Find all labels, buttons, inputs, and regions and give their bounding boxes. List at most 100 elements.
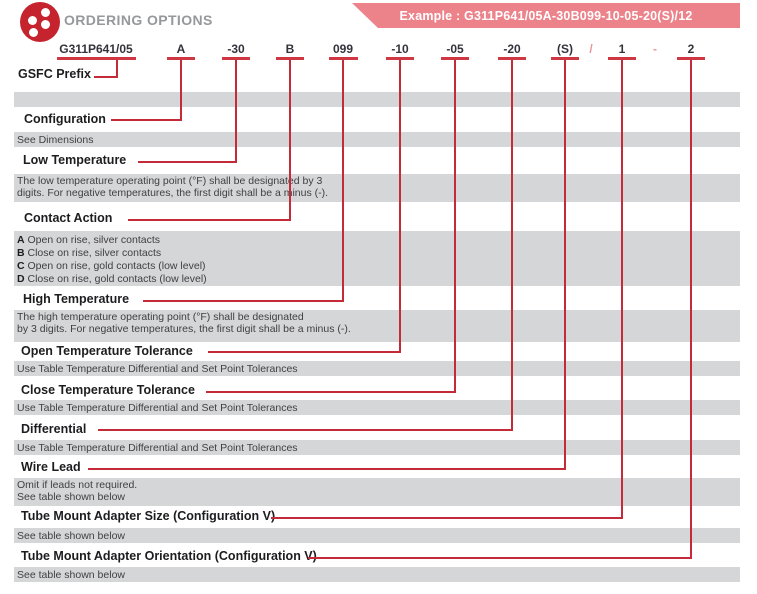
segment-underline: [498, 57, 526, 60]
option-key: A: [17, 234, 25, 246]
logo-dot: [28, 16, 37, 25]
connector-vertical-open-tol: [399, 60, 401, 353]
open-tol-note: Use Table Temperature Differential and S…: [17, 363, 298, 375]
spacer-band: [14, 92, 740, 107]
close-tol-note-band: Use Table Temperature Differential and S…: [14, 400, 740, 415]
contact-action-options-band: A Open on rise, silver contacts B Close …: [14, 231, 740, 286]
connector-close-tol: [206, 391, 456, 393]
example-banner: Example : G311P641/05A-30B099-10-05-20(S…: [352, 3, 740, 28]
high-temp-note-line2: by 3 digits. For negative temperatures, …: [17, 322, 351, 335]
contact-option-d: D Close on rise, gold contacts (low leve…: [17, 273, 740, 286]
label-differential: Differential: [21, 422, 87, 436]
segment-underline: [677, 57, 705, 60]
code-separator-dash: -: [653, 42, 657, 56]
connector-low-temp: [138, 161, 237, 163]
option-text: Close on rise, gold contacts (low level): [27, 273, 207, 285]
label-configuration: Configuration: [24, 112, 106, 126]
high-temp-note-line1: The high temperature operating point (°F…: [17, 311, 304, 323]
code-segment-contact-action: B: [285, 42, 295, 56]
connector-adapter-orientation: [308, 557, 692, 559]
code-segment-adapter-orientation: 2: [687, 42, 695, 56]
option-key: B: [17, 247, 25, 259]
connector-vertical-differential: [511, 60, 513, 431]
label-gsfc-prefix: GSFC Prefix: [18, 67, 91, 81]
connector-differential: [98, 429, 513, 431]
label-high-temperature: High Temperature: [23, 292, 130, 306]
segment-underline: [551, 57, 579, 60]
logo-dot: [29, 28, 38, 37]
code-segment-wire-lead: (S): [557, 42, 573, 56]
wire-lead-note-line2: See table shown below: [17, 490, 125, 503]
connector-gsfc-prefix: [94, 76, 118, 78]
connector-wire-lead: [88, 468, 566, 470]
code-segment-adapter-size: 1: [618, 42, 626, 56]
option-text: Open on rise, gold contacts (low level): [27, 260, 206, 272]
label-wire-lead: Wire Lead: [21, 460, 81, 474]
connector-gsfc-step: [116, 60, 118, 78]
label-open-temperature-tolerance: Open Temperature Tolerance: [21, 344, 193, 358]
connector-configuration: [111, 119, 182, 121]
brand-logo-icon: [20, 2, 60, 42]
connector-vertical-configuration: [180, 60, 182, 121]
option-text: Close on rise, silver contacts: [27, 247, 162, 259]
segment-underline: [386, 57, 414, 60]
option-key: C: [17, 260, 25, 272]
label-close-temperature-tolerance: Close Temperature Tolerance: [21, 383, 195, 397]
wire-lead-note-line1: Omit if leads not required.: [17, 479, 138, 491]
contact-option-b: B Close on rise, silver contacts: [17, 247, 740, 260]
contact-option-a: A Open on rise, silver contacts: [17, 234, 740, 247]
connector-open-tol: [208, 351, 401, 353]
connector-contact-action: [128, 219, 291, 221]
code-segment-differential: -20: [503, 42, 521, 56]
code-segment-open-tol: -10: [391, 42, 409, 56]
connector-vertical-contact-action: [289, 60, 291, 221]
code-segment-close-tol: -05: [446, 42, 464, 56]
segment-underline: [276, 57, 304, 60]
label-tube-mount-adapter-size: Tube Mount Adapter Size (Configuration V…: [21, 509, 276, 523]
contact-option-c: C Open on rise, gold contacts (low level…: [17, 260, 740, 273]
label-low-temperature: Low Temperature: [23, 153, 127, 167]
connector-vertical-low-temp: [235, 60, 237, 163]
option-text: Open on rise, silver contacts: [27, 234, 160, 246]
differential-note: Use Table Temperature Differential and S…: [17, 442, 298, 454]
differential-note-band: Use Table Temperature Differential and S…: [14, 440, 740, 455]
connector-vertical-adapter-orientation: [690, 60, 692, 559]
connector-vertical-close-tol: [454, 60, 456, 393]
low-temp-note-line1: The low temperature operating point (°F)…: [17, 175, 323, 187]
close-tol-note: Use Table Temperature Differential and S…: [17, 402, 298, 414]
segment-underline: [57, 57, 136, 60]
code-segment-low-temp: -30: [227, 42, 245, 56]
wire-lead-note-band: Omit if leads not required. See table sh…: [14, 478, 740, 506]
adapter-size-note: See table shown below: [17, 530, 125, 542]
connector-vertical-adapter-size: [621, 60, 623, 519]
configuration-note: See Dimensions: [17, 134, 94, 146]
configuration-note-band: See Dimensions: [14, 132, 740, 147]
code-segment-configuration: A: [176, 42, 186, 56]
adapter-size-note-band: See table shown below: [14, 528, 740, 543]
low-temp-note-band: The low temperature operating point (°F)…: [14, 174, 740, 202]
segment-underline: [167, 57, 195, 60]
segment-underline: [222, 57, 250, 60]
label-tube-mount-adapter-orientation: Tube Mount Adapter Orientation (Configur…: [21, 549, 317, 563]
segment-underline: [608, 57, 636, 60]
logo-dot: [41, 8, 50, 17]
adapter-orientation-note: See table shown below: [17, 569, 125, 581]
code-separator-slash: /: [589, 42, 593, 56]
option-key: D: [17, 273, 25, 285]
label-contact-action: Contact Action: [24, 211, 113, 225]
example-part-number: Example : G311P641/05A-30B099-10-05-20(S…: [399, 8, 693, 23]
segment-underline: [441, 57, 469, 60]
code-segment-prefix: G311P641/05: [59, 42, 133, 56]
high-temp-note-band: The high temperature operating point (°F…: [14, 310, 740, 342]
adapter-orientation-note-band: See table shown below: [14, 567, 740, 582]
open-tol-note-band: Use Table Temperature Differential and S…: [14, 361, 740, 376]
connector-high-temp: [143, 300, 344, 302]
connector-vertical-high-temp: [342, 60, 344, 302]
segment-underline: [329, 57, 358, 60]
connector-vertical-wire-lead: [564, 60, 566, 470]
page-title: ORDERING OPTIONS: [64, 12, 213, 28]
connector-adapter-size: [271, 517, 623, 519]
low-temp-note-line2: digits. For negative temperatures, the f…: [17, 186, 329, 199]
code-segment-high-temp: 099: [332, 42, 354, 56]
